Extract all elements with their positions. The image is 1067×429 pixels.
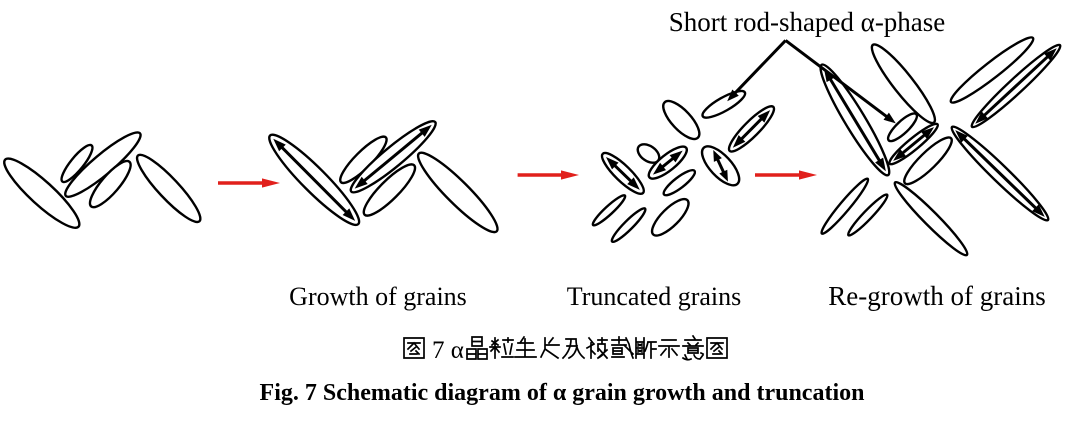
svg-text:Re-growth of grains: Re-growth of grains: [828, 281, 1045, 311]
svg-text:Short rod-shaped α-phase: Short rod-shaped α-phase: [669, 7, 946, 37]
svg-text:Growth of grains: Growth of grains: [289, 282, 467, 311]
svg-text:7 α: 7 α: [432, 337, 464, 364]
svg-text:Truncated grains: Truncated grains: [567, 282, 742, 311]
svg-text:Fig. 7 Schematic diagram of α: Fig. 7 Schematic diagram of α grain grow…: [260, 380, 865, 406]
